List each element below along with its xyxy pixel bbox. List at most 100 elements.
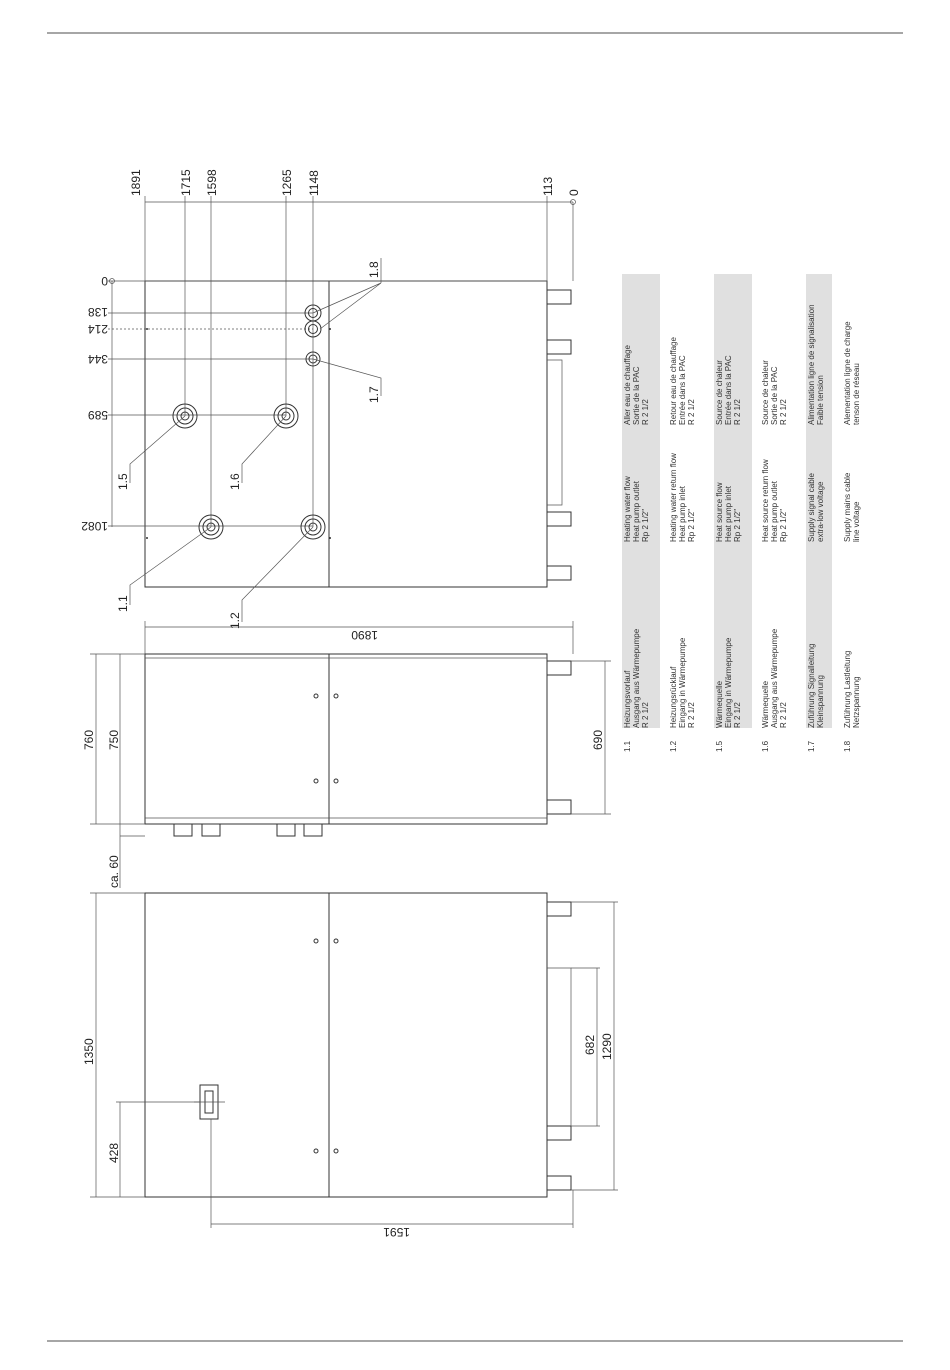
legend-text-de: Ausgang aus Wärmepumpe	[632, 628, 641, 728]
legend-text-fr: Entrée dans la PAC	[678, 355, 687, 425]
callout-1.8: 1.8	[367, 261, 381, 278]
callout-1.2: 1.2	[228, 612, 242, 629]
dim-1265: 1265	[280, 169, 294, 196]
legend-row-shade	[622, 274, 660, 728]
legend-text-fr: R 2 1/2	[687, 399, 696, 425]
legend-text-en: Heat pump outlet	[770, 480, 779, 542]
connection-1.5	[172, 403, 198, 429]
dim-589: 589	[88, 408, 108, 422]
legend-text-fr: R 2 1/2	[779, 399, 788, 425]
legend-row-number: 1.6	[761, 740, 770, 752]
dim-344: 344	[88, 352, 108, 366]
legend-text-de: R 2 1/2	[779, 702, 788, 728]
legend-row-shade	[806, 274, 832, 728]
legend-text-fr: Sortie de la PAC	[632, 366, 641, 425]
legend-text-de: Wärmequelle	[715, 680, 724, 728]
legend-text-en: Rp 2 1/2"	[733, 509, 742, 542]
legend-text-en: Heat source flow	[715, 482, 724, 542]
legend-text-de: Wärmequelle	[761, 680, 770, 728]
callout-1.1: 1.1	[116, 595, 130, 612]
connection-1.7	[305, 351, 321, 367]
dim-0-left: 0	[101, 274, 108, 288]
legend-text-fr: tenson de réseau	[852, 363, 861, 425]
legend-text-de: Zuführung Signalleitung	[807, 643, 816, 728]
front-view: 1350 428 1591 682 1290	[82, 892, 618, 1239]
dim-1350: 1350	[82, 1038, 96, 1065]
legend-row-number: 1.1	[623, 740, 632, 752]
top-view: 1891 1715 1598 1265 1148 113 0 0 138 214…	[81, 169, 581, 629]
legend-text-en: Rp 2 1/2"	[687, 509, 696, 542]
legend-text-fr: R 2 1/2	[733, 399, 742, 425]
legend-text-en: extra-low voltage	[816, 481, 825, 542]
callout-1.7: 1.7	[367, 386, 381, 403]
legend-text-en: Heat pump inlet	[724, 485, 733, 542]
legend-text-en: Rp 2 1/2"	[641, 509, 650, 542]
legend-text-de: Netzspannung	[852, 676, 861, 728]
dim-1891: 1891	[129, 169, 143, 196]
legend-text-de: Zuführung Lastleitung	[843, 651, 852, 728]
legend-row-number: 1.2	[669, 740, 678, 752]
legend-text-en: Heating water flow	[623, 476, 632, 542]
dim-682: 682	[583, 1035, 597, 1055]
callout-1.6: 1.6	[228, 473, 242, 490]
dim-760: 760	[82, 730, 96, 750]
legend-row-number: 1.7	[807, 740, 816, 752]
dim-1290: 1290	[600, 1033, 614, 1060]
side-view-body	[144, 653, 548, 825]
legend-text-de: R 2 1/2	[733, 702, 742, 728]
legend-text-fr: Source de chaleur	[715, 360, 724, 425]
legend-text-en: Supply mains cable	[843, 472, 852, 542]
dim-138: 138	[88, 305, 108, 319]
legend-text-en: Heating water return flow	[669, 453, 678, 542]
legend-text-fr: R 2 1/2	[641, 399, 650, 425]
legend-text-de: R 2 1/2	[687, 702, 696, 728]
dim-1591: 1591	[383, 1225, 410, 1239]
connection-1.2	[300, 514, 326, 540]
legend-text-en: Heat pump outlet	[632, 480, 641, 542]
legend-text-en: Heat pump inlet	[678, 485, 687, 542]
legend-text-fr: Faible tension	[816, 375, 825, 425]
top-view-body	[144, 280, 548, 588]
legend-text-fr: Entrée dans la PAC	[724, 355, 733, 425]
dim-1148: 1148	[307, 170, 321, 196]
dim-1598: 1598	[205, 169, 219, 196]
legend-text-fr: Source de chaleur	[761, 360, 770, 425]
legend-text-fr: Alementation ligne de charge	[843, 321, 852, 425]
dim-ca60: ca. 60	[107, 855, 121, 888]
dim-1715: 1715	[179, 169, 193, 196]
legend-text-de: Heizungsvorlauf	[623, 670, 632, 728]
legend-row-number: 1.5	[715, 740, 724, 752]
dim-428: 428	[107, 1143, 121, 1163]
connection-1.8-bottom	[304, 320, 322, 338]
dim-690: 690	[591, 730, 605, 750]
legend-text-fr: Alimentation ligne de signalisation	[807, 304, 816, 425]
legend-text-de: R 2 1/2	[641, 702, 650, 728]
legend-text-fr: Aller eau de chauffage	[623, 345, 632, 425]
legend-text-de: Kleinspannung	[816, 675, 825, 728]
legend-text-de: Ausgang aus Wärmepumpe	[770, 628, 779, 728]
dim-214: 214	[88, 322, 108, 336]
legend-text-en: Heat source return flow	[761, 459, 770, 542]
legend-row-number: 1.8	[843, 740, 852, 752]
side-view: 1890 760 750 ca. 60 690	[82, 621, 611, 888]
connection-1.6	[273, 403, 299, 429]
legend-text-en: Supply signal cable	[807, 473, 816, 542]
front-view-body	[144, 892, 548, 1198]
dim-0-top: 0	[567, 189, 581, 196]
callout-1.5: 1.5	[116, 473, 130, 490]
legend-text-fr: Retour eau de chauffage	[669, 337, 678, 425]
legend-text-de: Eingang in Wärmepumpe	[724, 637, 733, 728]
legend-text-fr: Sortie de la PAC	[770, 366, 779, 425]
legend-text-en: Rp 2 1/2"	[779, 509, 788, 542]
dim-113: 113	[541, 177, 555, 196]
dim-750: 750	[107, 730, 121, 750]
legend-text-en: line voltage	[852, 501, 861, 542]
legend-row-shade	[714, 274, 752, 728]
dim-1890: 1890	[351, 628, 378, 642]
dim-1082: 1082	[81, 519, 108, 533]
connection-1.1	[198, 514, 224, 540]
legend-text-de: Heizungsrücklauf	[669, 666, 678, 728]
legend-text-de: Eingang in Wärmepumpe	[678, 637, 687, 728]
